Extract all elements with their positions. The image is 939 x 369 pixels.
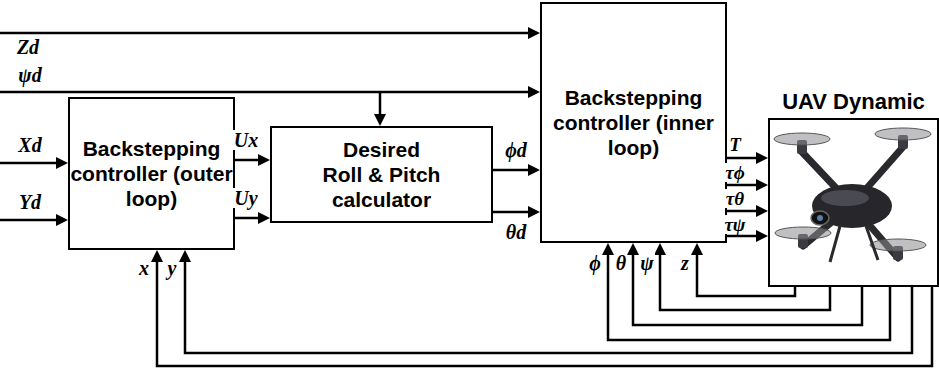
uav-dynamics-box: UAV Dynamic [768, 118, 939, 287]
input-label: Xd [17, 135, 42, 155]
branch-wire [379, 92, 382, 115]
box-label: Desired Roll & Pitch calculator [322, 137, 442, 213]
signal-label: ϕ [588, 253, 602, 273]
arrow-head [627, 243, 639, 255]
drone-leg [830, 226, 878, 262]
arrow-head [528, 164, 540, 176]
signal-arrow [691, 243, 795, 296]
signal-line [727, 157, 757, 160]
signal-line [727, 210, 757, 213]
arrow-head [258, 154, 270, 166]
arrow-head [374, 114, 386, 126]
signal-label: θ [615, 253, 627, 273]
signal-line [157, 261, 932, 366]
arrow-head [528, 206, 540, 218]
drone-camera [811, 211, 829, 225]
arrow-head [179, 250, 191, 262]
inner-controller-box: Backstepping controller (inner loop) [540, 2, 727, 243]
signal-arrow [493, 164, 540, 176]
arrow-head [756, 205, 768, 217]
arrow-head [528, 27, 540, 39]
signal-arrow [179, 250, 912, 353]
signal-arrow [235, 212, 270, 224]
arrow-head [258, 212, 270, 224]
arrow-head [602, 243, 614, 255]
calculator-box: Desired Roll & Pitch calculator [270, 126, 493, 223]
drone-propeller [774, 133, 830, 145]
signal-label: τθ [725, 189, 745, 208]
drone-propeller [775, 227, 831, 239]
drone-propeller [875, 128, 931, 140]
signal-line [727, 235, 757, 238]
signal-label: Ux [233, 130, 259, 150]
signal-line [185, 261, 912, 353]
drone-lens [817, 215, 823, 221]
arrow-head [654, 243, 666, 255]
box-heading: UAV Dynamic [770, 89, 937, 115]
arrow-head [56, 157, 68, 169]
signal-line [493, 169, 529, 172]
signal-label: ψ [639, 253, 654, 273]
input-wire [0, 91, 529, 94]
signal-line [727, 184, 757, 187]
input-label: ψd [17, 65, 42, 85]
signal-line [493, 211, 529, 214]
arrow-head [151, 250, 163, 262]
drone-body [812, 184, 892, 228]
signal-arrow [493, 206, 540, 218]
signal-label: θd [505, 222, 527, 242]
signal-label: ϕd [504, 140, 528, 160]
signal-label: τϕ [724, 163, 745, 182]
signal-arrow [627, 243, 862, 325]
signal-arrow [654, 243, 830, 310]
drone-propeller [870, 239, 926, 251]
drone-body-highlight [821, 190, 869, 206]
signal-label: T [728, 135, 742, 154]
arrow-head [756, 179, 768, 191]
signal-line [697, 254, 795, 296]
outer-controller-box: Backstepping controller (outer loop) [68, 97, 235, 250]
signal-label: z [680, 253, 690, 273]
input-wire [0, 162, 57, 165]
input-label: Zd [16, 37, 40, 57]
input-wire [0, 32, 529, 35]
signal-line [633, 254, 862, 325]
arrow-head [56, 214, 68, 226]
signal-label: Uy [233, 188, 258, 208]
signal-line [235, 217, 259, 220]
arrow-head [756, 152, 768, 164]
input-label: Yd [18, 192, 42, 212]
signal-line [235, 159, 259, 162]
arrow-head [528, 86, 540, 98]
signal-line [608, 254, 890, 340]
signal-arrow [602, 243, 890, 340]
signal-arrow [235, 154, 270, 166]
signal-label: τψ [723, 215, 746, 234]
box-label: Backstepping controller (outer loop) [70, 136, 233, 212]
arrow-head [756, 230, 768, 242]
signal-label: x [138, 258, 150, 278]
signal-arrow [151, 250, 932, 366]
signal-line [660, 254, 830, 310]
signal-label: y [167, 258, 178, 278]
box-label: Backstepping controller (inner loop) [542, 85, 725, 161]
input-wire [0, 219, 57, 222]
arrow-head [691, 243, 703, 255]
